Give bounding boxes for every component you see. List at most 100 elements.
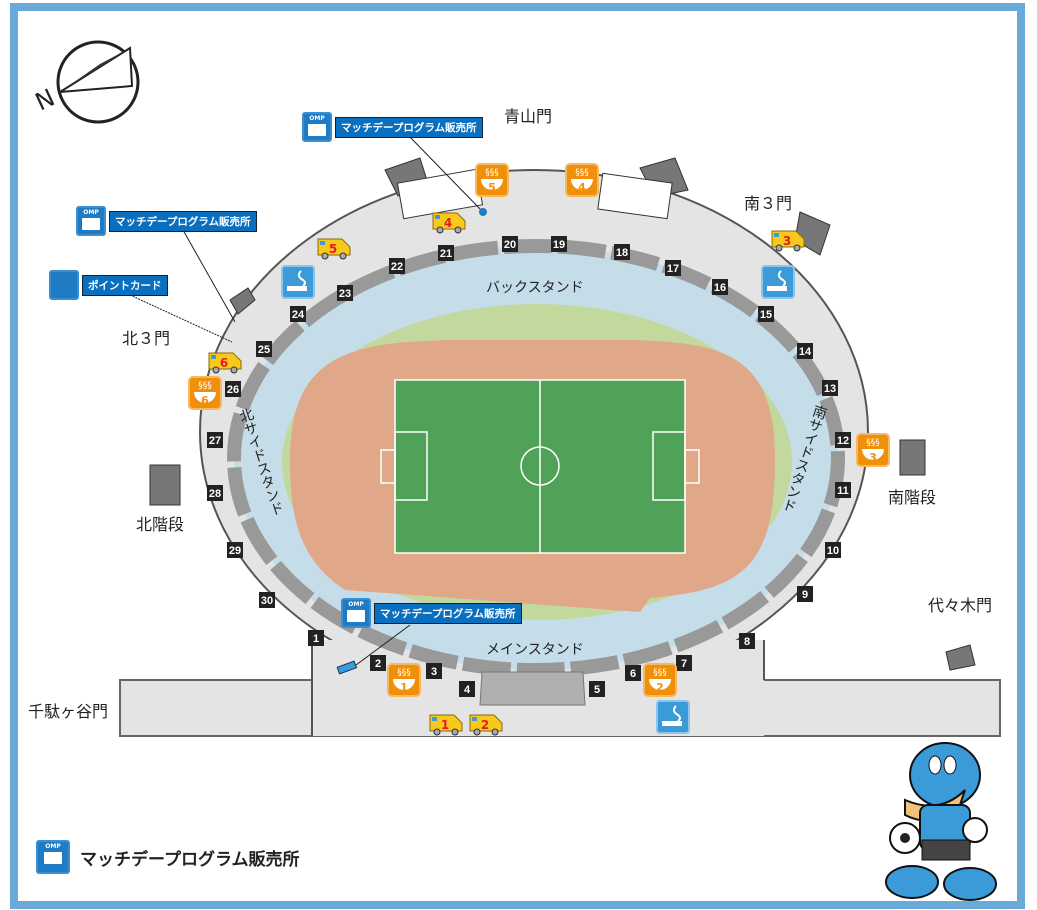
entrance-19: 19: [551, 236, 567, 252]
program-sales-tag: マッチデープログラム販売所: [109, 210, 257, 232]
entrance-number: 30: [261, 595, 273, 607]
entrance-number: 13: [824, 383, 836, 395]
entrance-number: 27: [209, 435, 221, 447]
entrance-number: 28: [209, 488, 221, 500]
entrance-30: 30: [259, 592, 275, 608]
legend: OMP マッチデープログラム販売所: [36, 840, 299, 874]
entrance-3: 3: [426, 663, 442, 679]
gate-yoyogi-label: 代々木門: [928, 596, 992, 615]
compass-icon: N: [31, 40, 140, 124]
svg-text:§§§: §§§: [575, 168, 589, 178]
entrance-13: 13: [822, 380, 838, 396]
entrance-number: 25: [258, 344, 270, 356]
entrance-number: 23: [339, 288, 351, 300]
program-sales-callout-north[interactable]: OMP マッチデープログラム販売所: [76, 206, 257, 236]
food-truck-number: 3: [783, 234, 791, 248]
food-truck-5-icon[interactable]: 5: [317, 238, 351, 260]
food-stall-6-icon[interactable]: §§§6: [188, 376, 222, 410]
entrance-number: 14: [799, 346, 812, 358]
food-stall-number: 5: [488, 181, 496, 194]
entrance-number: 29: [229, 545, 241, 557]
smoking-area-icon: [761, 265, 795, 299]
food-truck-2-icon[interactable]: 2: [469, 714, 503, 736]
omp-program-icon: OMP: [341, 598, 371, 628]
entrance-number: 20: [504, 239, 516, 251]
entrance-9: 9: [797, 586, 813, 602]
entrance-number: 17: [667, 263, 679, 275]
entrance-number: 4: [464, 684, 471, 696]
smoking-area-icon: [656, 700, 690, 734]
entrance-11: 11: [835, 482, 851, 498]
entrance-number: 18: [616, 247, 628, 259]
food-truck-4-icon[interactable]: 4: [432, 212, 466, 234]
entrance-number: 5: [594, 684, 600, 696]
entrance-26: 26: [225, 381, 241, 397]
compass-north-label: N: [31, 84, 59, 117]
entrance-number: 26: [227, 384, 239, 396]
program-sales-callout-aoyama[interactable]: OMP マッチデープログラム販売所: [302, 112, 483, 142]
food-stall-number: 6: [201, 394, 209, 407]
entrance-24: 24: [290, 306, 306, 322]
entrance-22: 22: [389, 258, 405, 274]
svg-text:§§§: §§§: [397, 668, 411, 678]
point-card-callout[interactable]: ポイントカード: [49, 270, 168, 300]
food-stall-4-icon[interactable]: §§§ 4: [565, 163, 599, 197]
entrance-number: 2: [375, 658, 381, 670]
program-sales-callout-main[interactable]: OMP マッチデープログラム販売所: [341, 598, 522, 628]
entrance-number: 22: [391, 261, 403, 273]
south-stairs-label: 南階段: [888, 488, 936, 507]
entrance-number: 8: [744, 636, 750, 648]
entrance-27: 27: [207, 432, 223, 448]
food-stall-3-icon[interactable]: §§§3: [856, 433, 890, 467]
food-truck-1-icon[interactable]: 1: [429, 714, 463, 736]
entrance-20: 20: [502, 236, 518, 252]
food-stall-number: 2: [656, 681, 664, 694]
food-truck-number: 6: [220, 356, 228, 370]
entrance-number: 24: [292, 309, 305, 321]
food-truck-number: 4: [444, 216, 452, 230]
entrance-number: 10: [827, 545, 839, 557]
entrance-10: 10: [825, 542, 841, 558]
entrance-6: 6: [625, 665, 641, 681]
entrance-number: 11: [837, 485, 849, 497]
food-stall-5-icon[interactable]: §§§5: [475, 163, 509, 197]
mascot-illustration: [885, 742, 997, 901]
entrance-28: 28: [207, 485, 223, 501]
gate-south3-label: 南３門: [744, 194, 792, 213]
entrance-14: 14: [797, 343, 813, 359]
entrance-1: 1: [308, 630, 324, 646]
mascot-face-icon: [49, 270, 79, 300]
seating-blocks: [227, 239, 845, 677]
gate-north3-label: 北３門: [122, 329, 170, 348]
entrance-number: 12: [837, 435, 849, 447]
gate-sendagaya-label: 千駄ヶ谷門: [28, 702, 108, 721]
food-stall-1-icon[interactable]: §§§1: [387, 663, 421, 697]
food-stall-2-icon[interactable]: §§§ 2: [643, 663, 677, 697]
food-truck-number: 2: [481, 718, 489, 732]
food-stall-number: 4: [578, 181, 586, 194]
food-truck-6-icon[interactable]: 6: [208, 352, 242, 374]
omp-program-icon: OMP: [76, 206, 106, 236]
omp-program-icon: OMP: [302, 112, 332, 142]
svg-text:§§§: §§§: [653, 668, 667, 678]
program-sales-tag: マッチデープログラム販売所: [374, 602, 522, 624]
smoking-area-icon: [281, 265, 315, 299]
entrance-number: 15: [760, 309, 772, 321]
food-truck-number: 5: [329, 242, 337, 256]
program-sales-tag: マッチデープログラム販売所: [335, 116, 483, 138]
entrance-number: 3: [431, 666, 437, 678]
entrance-23: 23: [337, 285, 353, 301]
omp-program-icon: OMP: [36, 840, 70, 874]
entrance-number: 9: [802, 589, 808, 601]
entrance-16: 16: [712, 279, 728, 295]
entrance-number: 19: [553, 239, 565, 251]
entrance-number: 16: [714, 282, 726, 294]
food-truck-3-icon[interactable]: 3: [771, 230, 805, 252]
north-stairs-label: 北階段: [136, 515, 184, 534]
entrance-2: 2: [370, 655, 386, 671]
entrance-number: 21: [440, 248, 452, 260]
entrance-number: 1: [313, 633, 319, 645]
entrance-5: 5: [589, 681, 605, 697]
back-stand-label: バックスタンド: [486, 280, 584, 296]
